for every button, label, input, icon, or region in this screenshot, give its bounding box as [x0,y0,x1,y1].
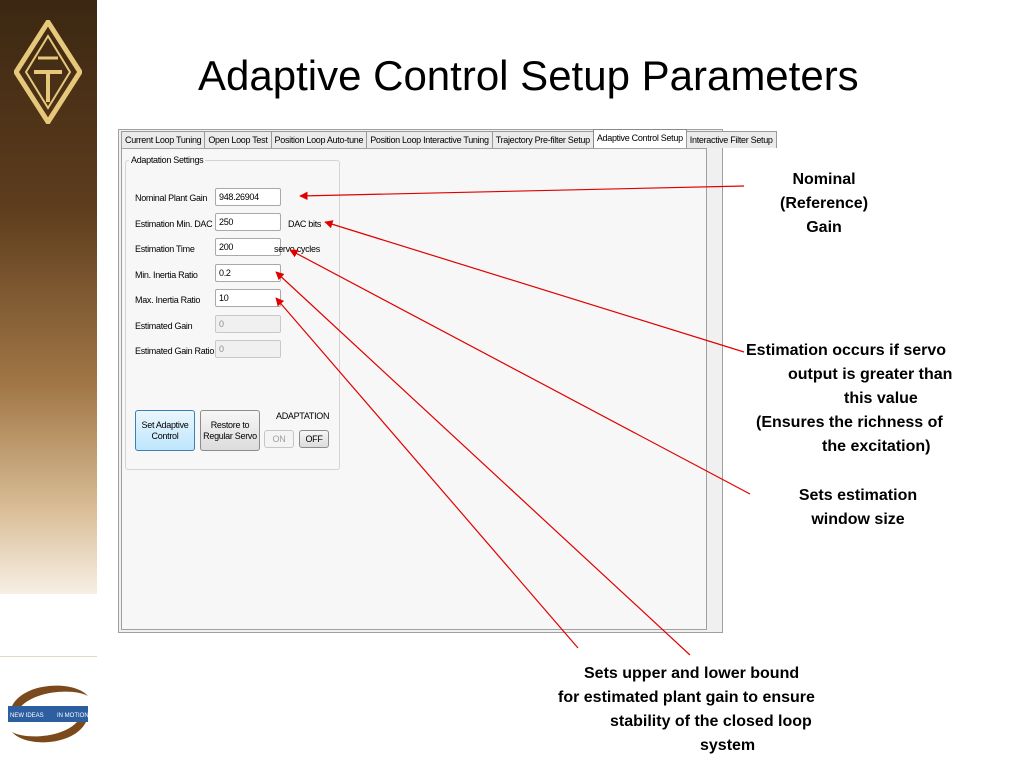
callout-estimation-threshold: Estimation occurs if servo output is gre… [744,339,1004,459]
adaptation-label: ADAPTATION [276,411,330,421]
nominal-plant-gain-label: Nominal Plant Gain [135,193,208,203]
estimation-min-dac-unit: DAC bits [288,219,322,229]
estimated-gain-label: Estimated Gain [135,321,193,331]
app-window: Current Loop Tuning Open Loop Test Posit… [118,129,777,633]
tab-interactive-filter-setup[interactable]: Interactive Filter Setup [685,131,777,148]
callout-estimation-line: Estimation occurs if servo [746,342,947,359]
callout-estimation-line: the excitation) [822,438,931,455]
tab-strip: Current Loop Tuning Open Loop Test Posit… [121,129,777,149]
estimated-gain-ratio-input: 0 [215,340,281,358]
callout-window-size: Sets estimation window size [778,484,938,532]
tab-open-loop-test[interactable]: Open Loop Test [204,131,272,148]
sidebar-divider [0,656,97,657]
max-inertia-ratio-label: Max. Inertia Ratio [135,295,201,305]
estimation-time-unit: servo cycles [274,244,320,254]
tab-adaptive-control-setup[interactable]: Adaptive Control Setup [592,129,687,148]
max-inertia-ratio-input[interactable]: 10 [215,289,281,307]
min-inertia-ratio-input[interactable]: 0.2 [215,264,281,282]
logo-text-left: NEW IDEAS [10,713,44,719]
restore-regular-servo-button[interactable]: Restore to Regular Servo [200,410,260,451]
callout-bounds-line: stability of the closed loop [610,713,812,730]
set-adaptive-control-button[interactable]: Set Adaptive Control [135,410,195,451]
tab-current-loop-tuning[interactable]: Current Loop Tuning [121,131,206,148]
callout-estimation-line: (Ensures the richness of [756,414,943,431]
tab-position-loop-auto-tune[interactable]: Position Loop Auto-tune [270,131,368,148]
estimation-time-label: Estimation Time [135,244,195,254]
callout-window-line: window size [811,511,905,528]
callout-estimation-line: output is greater than [788,366,953,383]
new-ideas-logo-icon: NEW IDEAS IN MOTION [8,685,89,743]
callout-nominal-line: Gain [806,219,842,236]
callout-bounds-line: for estimated plant gain to ensure [558,689,815,706]
nominal-plant-gain-input[interactable]: 948.26904 [215,188,281,206]
callout-estimation-line: this value [844,390,918,407]
tab-position-loop-interactive-tuning[interactable]: Position Loop Interactive Tuning [366,131,493,148]
estimated-gain-input: 0 [215,315,281,333]
adaptation-off-button[interactable]: OFF [299,430,329,448]
callout-nominal-gain: Nominal (Reference) Gain [766,168,882,240]
tab-trajectory-pre-filter-setup[interactable]: Trajectory Pre-filter Setup [491,131,594,148]
callout-bounds-line: system [700,737,756,754]
callout-window-line: Sets estimation [798,487,918,504]
adaptation-settings-title: Adaptation Settings [129,155,206,165]
estimation-time-input[interactable]: 200 [215,238,281,256]
callout-nominal-line: Nominal [792,171,856,188]
callout-bounds-line: Sets upper and lower bound [584,665,800,682]
slide-title: Adaptive Control Setup Parameters [198,52,859,99]
company-logo-icon [14,20,82,124]
adaptation-on-button: ON [264,430,294,448]
logo-text-right: IN MOTION [57,713,89,719]
tab-content-panel: Adaptation Settings Nominal Plant Gain 9… [121,148,707,630]
estimation-min-dac-input[interactable]: 250 [215,213,281,231]
callout-nominal-line: (Reference) [779,195,869,212]
estimation-min-dac-label: Estimation Min. DAC [135,219,213,229]
callout-inertia-bounds: Sets upper and lower bound for estimated… [552,662,882,758]
estimated-gain-ratio-label: Estimated Gain Ratio [135,346,215,356]
min-inertia-ratio-label: Min. Inertia Ratio [135,270,198,280]
